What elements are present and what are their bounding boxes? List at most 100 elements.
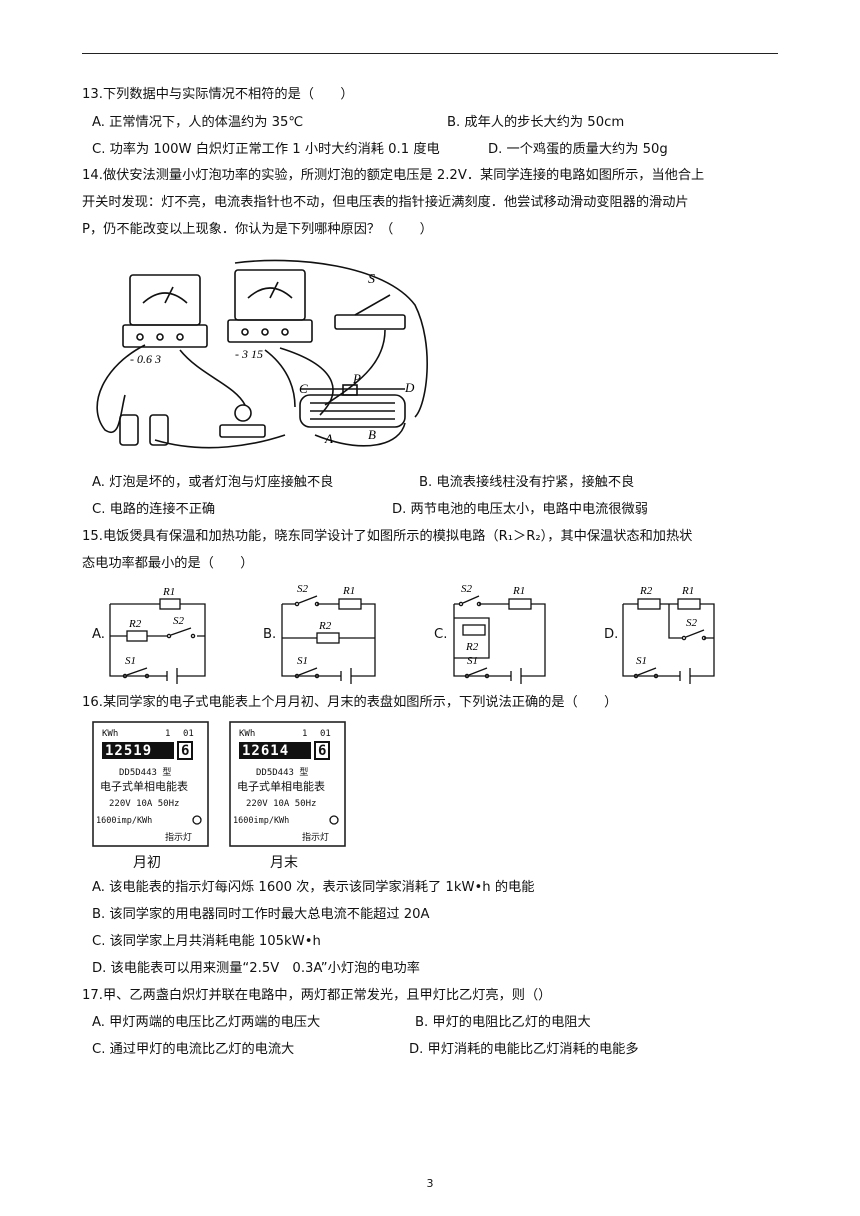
meter-end-counter-box xyxy=(239,742,311,759)
q15-circuit-d: R2 R1 S2 S1 xyxy=(622,585,715,684)
header-rule xyxy=(82,53,778,54)
meter-end-name: 电子式单相电能表 xyxy=(237,779,325,793)
switch-s1 xyxy=(637,667,657,676)
s2-label: S2 xyxy=(686,617,698,629)
lamp-base xyxy=(219,424,266,438)
meter-end-code: 01 xyxy=(320,729,331,739)
q14-option-b: B. 电流表接线柱没有拧紧，接触不良 xyxy=(419,475,635,490)
resistor-r2 xyxy=(126,630,148,642)
switch-s1 xyxy=(298,667,318,676)
q14-circuit-figure: - 0.6 3 - 3 15 S P A B C D xyxy=(96,259,428,449)
ammeter-body xyxy=(129,274,201,326)
meter-end-imp: 1600imp/KWh xyxy=(233,816,289,826)
meter-start-name: 电子式单相电能表 xyxy=(100,779,188,793)
switch-s2 xyxy=(685,629,705,638)
s1-label: S1 xyxy=(297,655,308,667)
q16-meter-figure: KWh 1 01 12519 6 DD5D443 型 电子式单相电能表 220V… xyxy=(92,721,346,871)
ammeter-scale-label: - 0.6 3 xyxy=(130,352,161,366)
q16-stem: 16.某同学家的电子式电能表上个月月初、月末的表盘如图所示，下列说法正确的是（ … xyxy=(82,695,618,710)
q15-stem-line1: 15.电饭煲具有保温和加热功能，晓东同学设计了如图所示的模拟电路（R₁＞R₂），… xyxy=(82,529,693,544)
meter-end-last-digit: 6 xyxy=(318,743,326,759)
q16-option-c: C. 该同学家上月共消耗电能 105kW•h xyxy=(92,934,321,949)
q14-stem-line1: 14.做伏安法测量小灯泡功率的实验，所测灯泡的额定电压是 2.2V．某同学连接的… xyxy=(82,168,705,183)
resistor-r2 xyxy=(316,632,340,644)
resistor-r1 xyxy=(338,598,362,610)
battery-1 xyxy=(119,414,139,446)
q14-option-a: A. 灯泡是坏的，或者灯泡与灯座接触不良 xyxy=(92,475,334,490)
s1-label: S1 xyxy=(636,655,647,667)
page-number: 3 xyxy=(426,1177,434,1190)
switch-blade xyxy=(354,294,391,316)
r1-label: R1 xyxy=(681,585,694,597)
r1-label: R1 xyxy=(342,585,355,597)
q16-option-b: B. 该同学家的用电器同时工作时最大总电流不能超过 20A xyxy=(92,907,430,922)
voltmeter-body xyxy=(234,269,306,321)
meter-end-indicator-icon xyxy=(329,815,339,825)
meter-end-frame xyxy=(229,721,346,847)
s2-label: S2 xyxy=(173,615,185,627)
q15-stem-line2: 态电功率都最小的是（ ） xyxy=(82,556,254,571)
q17-option-b: B. 甲灯的电阻比乙灯的电阻大 xyxy=(415,1015,591,1030)
battery-2 xyxy=(149,414,169,446)
q17-option-a: A. 甲灯两端的电压比乙灯两端的电压大 xyxy=(92,1015,321,1030)
meter-end-model: DD5D443 型 xyxy=(256,767,308,778)
meter-start-indicator-label: 指示灯 xyxy=(165,831,192,843)
switch-s1 xyxy=(126,667,148,676)
r1-label: R1 xyxy=(162,586,175,598)
meter-start-frame xyxy=(92,721,209,847)
resistor-r1 xyxy=(508,598,532,610)
terminal-a-label: A xyxy=(324,431,333,446)
q15-circuit-a: R1 R2 S2 S1 xyxy=(109,586,206,684)
switch-s2 xyxy=(462,595,480,604)
meter-start-model: DD5D443 型 xyxy=(119,767,171,778)
wire-mid xyxy=(179,349,246,406)
s1-label: S1 xyxy=(125,655,136,667)
q14-stem-line3: P，仍不能改变以上现象．你认为是下列哪种原因？（ ） xyxy=(82,222,433,237)
q14-stem-line2: 开关时发现：灯不亮，电流表指针也不动，但电压表的指针接近满刻度．他尝试移动滑动变… xyxy=(82,195,689,210)
r2-label: R2 xyxy=(639,585,653,597)
slider-label: P xyxy=(352,371,361,386)
q15-circuit-c: S2 R1 R2 S1 xyxy=(453,583,546,684)
q13-option-c: C. 功率为 100W 白炽灯正常工作 1 小时大约消耗 0.1 度电 xyxy=(92,142,440,157)
meter-end-caption: 月末 xyxy=(270,855,298,871)
s2-label: S2 xyxy=(461,583,473,595)
q15-circuit-b: S2 R1 R2 S1 xyxy=(281,583,376,684)
meter-start-rating: 220V 10A 50Hz xyxy=(109,799,179,809)
resistor-r2 xyxy=(637,598,661,610)
q14-option-c: C. 电路的连接不正确 xyxy=(92,502,216,517)
q17-option-d: D. 甲灯消耗的电能比乙灯消耗的电能多 xyxy=(409,1042,639,1057)
meter-start-caption: 月初 xyxy=(133,854,161,871)
q13-stem: 13.下列数据中与实际情况不相符的是（ ） xyxy=(82,87,354,102)
meter-start-indicator-icon xyxy=(192,815,202,825)
r2-label: R2 xyxy=(465,641,479,653)
r2-label: R2 xyxy=(128,618,142,630)
q14-option-d: D. 两节电池的电压太小，电路中电流很微弱 xyxy=(392,502,648,517)
q17-stem: 17.甲、乙两盏白炽灯并联在电路中，两灯都正常发光，且甲灯比乙灯亮，则（） xyxy=(82,988,552,1003)
meter-end-digits: 12614 xyxy=(242,743,289,759)
wire-rheo xyxy=(314,422,406,447)
switch-label: S xyxy=(368,272,375,287)
resistor-r1 xyxy=(677,598,701,610)
meter-start-unit: KWh xyxy=(102,729,118,739)
r2-label: R2 xyxy=(318,620,332,632)
q15-option-b-label: B. xyxy=(263,627,277,642)
q15-option-d-label: D. xyxy=(604,627,619,642)
resistor-r2 xyxy=(462,624,486,636)
switch-base xyxy=(334,314,406,330)
rheostat-slider xyxy=(342,384,358,396)
q13-option-b: B. 成年人的步长大约为 50cm xyxy=(447,115,625,130)
wire-switch xyxy=(324,329,386,406)
switch-s1 xyxy=(468,667,488,676)
r1-label: R1 xyxy=(512,585,525,597)
q15-option-a-label: A. xyxy=(92,627,105,642)
lamp-bulb xyxy=(234,404,252,422)
meter-start-phase: 1 xyxy=(165,729,170,739)
ammeter-dial xyxy=(142,292,188,304)
q16-option-d: D. 该电能表可以用来测量“2.5V 0.3A”小灯泡的电功率 xyxy=(92,961,420,976)
voltmeter-dial xyxy=(247,287,293,299)
wire-volt xyxy=(264,349,296,408)
meter-start-digits: 12519 xyxy=(105,743,152,759)
meter-end-unit: KWh xyxy=(239,729,255,739)
q13-option-a: A. 正常情况下，人的体温约为 35℃ xyxy=(92,115,304,130)
voltmeter-scale-label: - 3 15 xyxy=(235,347,263,361)
